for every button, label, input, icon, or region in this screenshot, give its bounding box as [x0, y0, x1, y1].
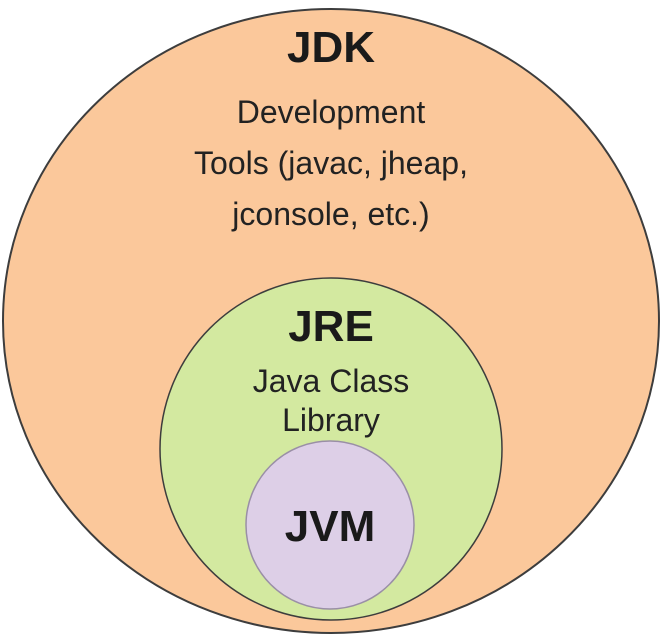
jdk-desc-line-2: Tools (javac, jheap,	[194, 145, 468, 181]
jre-title: JRE	[288, 302, 374, 351]
jdk-title: JDK	[287, 23, 375, 72]
jdk-desc-line-1: Development	[237, 94, 426, 130]
jre-desc-line-2: Library	[282, 402, 380, 438]
jvm-group: JVM	[245, 440, 415, 610]
jvm-title: JVM	[285, 502, 375, 551]
jvm-circle	[245, 440, 415, 610]
jre-desc-line-1: Java Class	[253, 363, 410, 399]
jdk-desc-line-3: jconsole, etc.)	[231, 196, 429, 232]
